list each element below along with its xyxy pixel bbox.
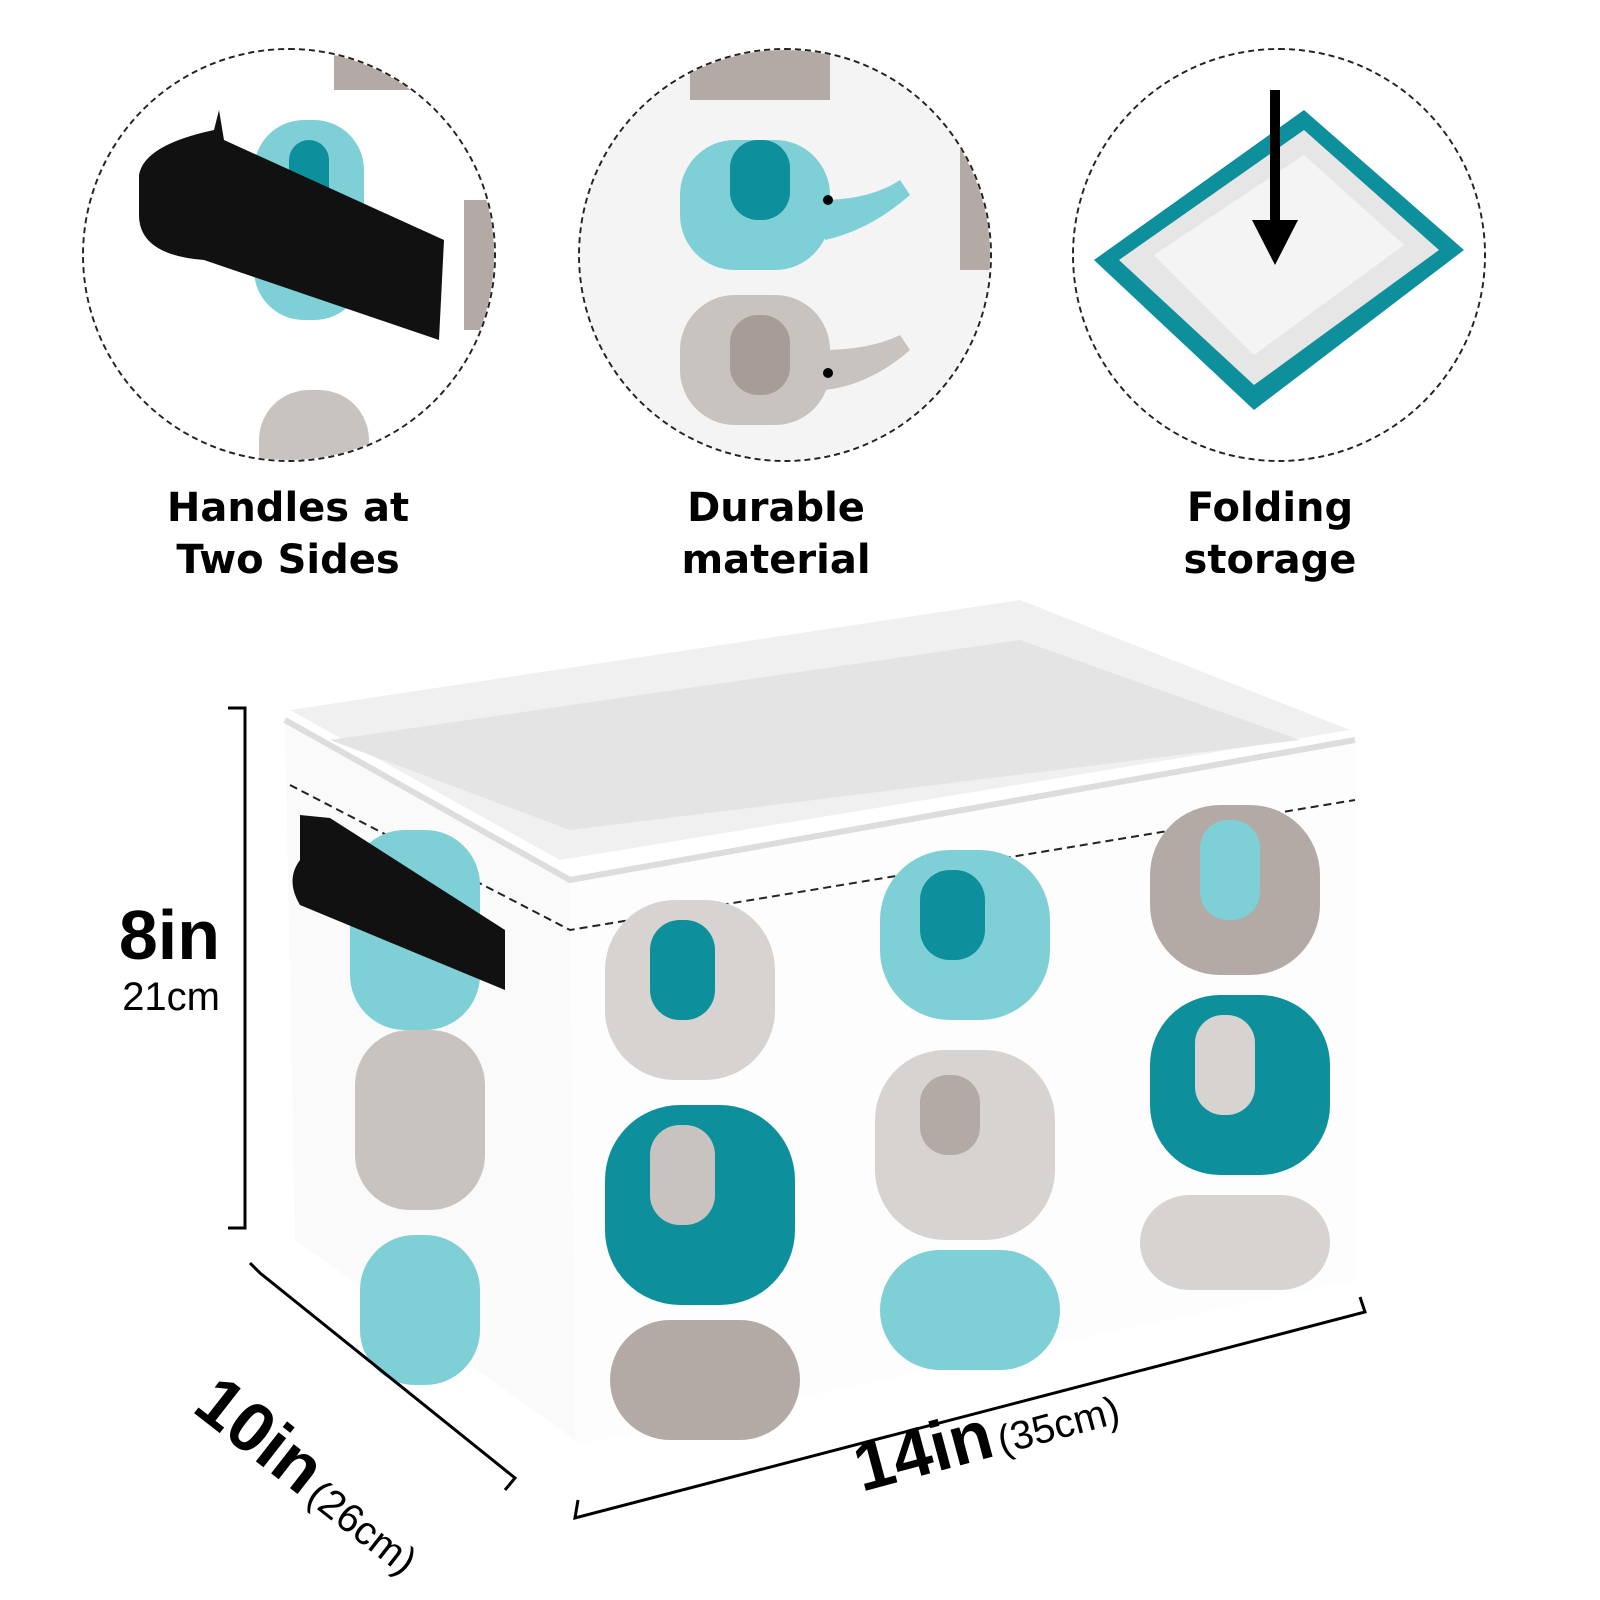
feature-caption-handles: Handles at Two Sides [108,482,468,586]
caption-line: storage [1183,537,1357,583]
caption-line: Two Sides [176,537,400,583]
folding-detail-circle [1072,48,1486,462]
caption-line: Handles at [166,485,410,531]
material-detail-image [580,50,990,460]
folding-detail-image [1074,50,1484,460]
height-imperial: 8in [118,896,220,974]
height-dimension: 8in 21cm [119,895,220,1020]
down-arrow-icon [1270,90,1280,240]
material-detail-circle [578,48,992,462]
elephant-pattern [350,805,1330,1440]
caption-line: Durable [687,485,865,531]
handle [292,815,505,990]
handle-detail-circle [82,48,496,462]
feature-caption-material: Durable material [596,482,956,586]
feature-caption-folding: Folding storage [1090,482,1450,586]
caption-line: Folding [1186,485,1354,531]
height-metric: 21cm [122,975,220,1019]
dimension-lines [228,706,1367,1521]
caption-line: material [681,537,871,583]
